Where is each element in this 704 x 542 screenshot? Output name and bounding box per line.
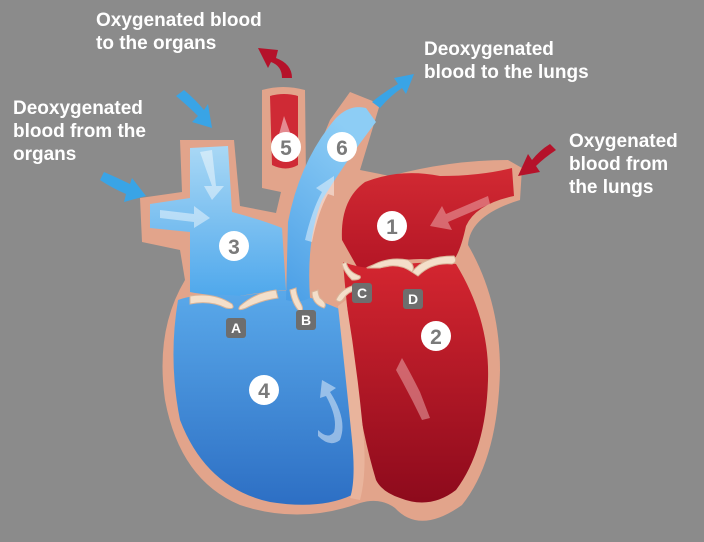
tag-c-label: C <box>357 285 367 301</box>
caption-line: to the organs <box>96 32 262 55</box>
badge-1-label: 1 <box>386 216 398 239</box>
caption-line: Deoxygenated <box>424 38 589 61</box>
badge-5-label: 5 <box>280 137 292 160</box>
badge-4-label: 4 <box>258 380 270 403</box>
arrow-oxy-out-icon <box>258 48 292 78</box>
tag-d-label: D <box>408 291 418 307</box>
caption-line: Deoxygenated <box>13 97 146 120</box>
caption-line: blood from <box>569 153 678 176</box>
badge-2-label: 2 <box>430 326 442 349</box>
caption-deoxygenated-from-organs: Deoxygenated blood from the organs <box>13 97 146 166</box>
arrow-oxy-in-icon <box>518 144 556 176</box>
arrow-deoxy-out-icon <box>372 74 414 108</box>
tag-b-label: B <box>301 312 311 328</box>
caption-oxygenated-from-lungs: Oxygenated blood from the lungs <box>569 130 678 199</box>
arrow-deoxy-in-top-icon <box>176 90 212 128</box>
badge-6-label: 6 <box>336 137 348 160</box>
tag-a-label: A <box>231 320 241 336</box>
caption-deoxygenated-to-lungs: Deoxygenated blood to the lungs <box>424 38 589 84</box>
caption-line: blood from the <box>13 120 146 143</box>
left-atrium <box>342 168 514 272</box>
caption-line: blood to the lungs <box>424 61 589 84</box>
caption-line: Oxygenated <box>569 130 678 153</box>
caption-line: Oxygenated blood <box>96 9 262 32</box>
caption-line: the lungs <box>569 176 678 199</box>
caption-line: organs <box>13 143 146 166</box>
caption-oxygenated-to-organs: Oxygenated blood to the organs <box>96 9 262 55</box>
badge-3-label: 3 <box>228 236 240 259</box>
arrow-deoxy-in-side-icon <box>100 172 146 202</box>
